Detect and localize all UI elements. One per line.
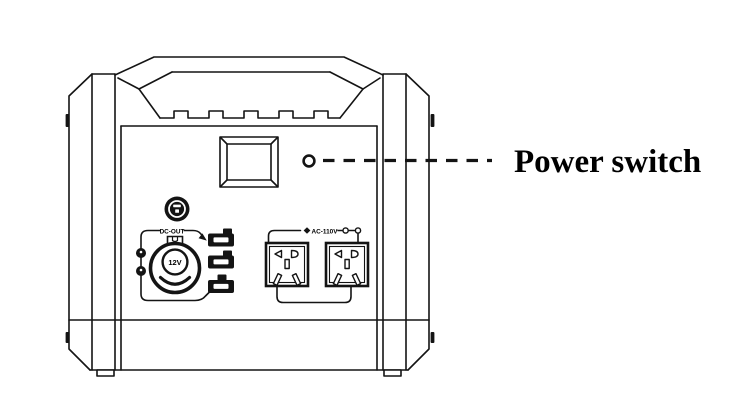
bracket-diamond [303, 227, 311, 234]
feet [96, 369, 402, 377]
ac-outlet-icon [264, 241, 310, 288]
ac-outlet-icon [324, 241, 370, 288]
ac-label-mask [311, 226, 337, 235]
usb-port-icon [208, 274, 234, 293]
ac-section-bracket [267, 229, 359, 304]
dc-section-bracket [140, 229, 212, 302]
dc-input-jack-icon [164, 196, 190, 222]
dc-label-mask [160, 226, 184, 235]
device-outline [68, 56, 430, 377]
car-socket-12v-icon: 12V [148, 235, 202, 295]
bracket-arrowhead [198, 233, 207, 241]
foot-left [96, 369, 115, 377]
foot-right [383, 369, 402, 377]
dc-barrel-ports [136, 248, 146, 276]
left-pillar [68, 73, 122, 371]
bracket-node [342, 227, 349, 234]
usb-port-icon [208, 228, 234, 247]
side-latch-tabs [65, 114, 435, 343]
display-screen [219, 136, 279, 188]
usb-port-icon [208, 250, 234, 269]
power-switch-button-icon [302, 154, 316, 168]
usb-ports [208, 228, 234, 293]
power-switch-label: Power switch [514, 144, 701, 180]
bracket-node [354, 227, 362, 234]
carry-handle-icon [114, 56, 384, 127]
grip-notches [159, 110, 341, 119]
right-pillar [376, 73, 430, 371]
ac-section-label: AC-110V [312, 228, 339, 235]
car-socket-label: 12V [168, 258, 181, 267]
dc-section-label: DC-OUT [160, 228, 185, 235]
